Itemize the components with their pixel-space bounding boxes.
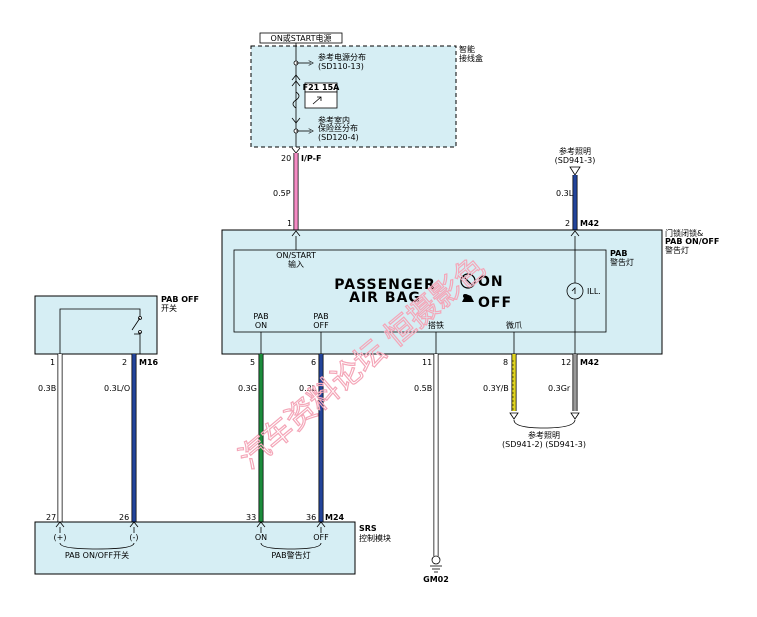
fuse-icon: [292, 91, 300, 109]
wire-switch-2-label: 0.3L/O: [104, 384, 130, 393]
pab-pin-right: 2: [565, 219, 570, 228]
srs-connector: M24: [325, 513, 345, 522]
power-header-label: ON或START电源: [271, 33, 332, 43]
srs-switch-label: PAB ON/OFF开关: [65, 550, 129, 560]
srs-label-2: 控制模块: [359, 533, 391, 543]
wire-mid-blue-label: 0.3L: [299, 384, 317, 393]
junction-box: [250, 45, 457, 148]
ref-lighting-top-2: (SD941-3): [555, 156, 596, 165]
pab-switch-pin2: 2: [122, 358, 127, 367]
pab-switch-label-2: 开关: [161, 303, 177, 313]
pab-switch-label-1: PAB OFF: [161, 295, 199, 304]
pab-module-label-1: 门锁闭锁&: [665, 228, 703, 238]
srs-label-1: SRS: [359, 524, 377, 533]
off-text: OFF: [478, 295, 512, 311]
ref-power-1: 参考电源分布: [318, 52, 366, 62]
pab-connector-bottom: M42: [580, 358, 599, 367]
ref-power-2: (SD110-13): [318, 62, 364, 71]
wire-mid-ground-label: 0.5B: [414, 384, 432, 393]
pab-switch-connector: M16: [139, 358, 159, 367]
srs-on: ON: [255, 533, 267, 542]
wire-mid-green-label: 0.3G: [238, 384, 257, 393]
wire-switch-1-label: 0.3B: [38, 384, 56, 393]
wire-mid-yellow-label: 0.3Y/B: [483, 384, 509, 393]
air-bag-text: AIR BAG: [349, 290, 421, 306]
srs-control-module: [34, 521, 356, 575]
on-start-label-1: ON/START: [276, 251, 316, 260]
wire-mid-gray-label: 0.3Gr: [548, 384, 571, 393]
pab-pin-left: 1: [287, 219, 292, 228]
srs-off: OFF: [313, 533, 329, 542]
dimmer-label: 微爪: [506, 320, 522, 330]
passenger-text: PASSENGER: [334, 277, 435, 293]
ref-fuse-1: 参考室内: [318, 115, 350, 125]
fuse-label: F21 15A: [303, 83, 341, 92]
on-start-label-2: 输入: [288, 259, 304, 269]
wire-top-pink-label: 0.5P: [273, 189, 291, 198]
pab-off-label-1: PAB: [313, 312, 328, 321]
pab-module-label-3: 警告灯: [665, 245, 689, 255]
pab-display-panel: [233, 249, 607, 333]
ref-fuse-2: 保险丝分布: [318, 123, 358, 133]
srs-plus: (+): [54, 533, 67, 542]
on-text: ON: [478, 274, 504, 290]
srs-pin-26: 26: [119, 513, 129, 522]
pab-connector-top: M42: [580, 219, 599, 228]
pab-on-label-2: ON: [255, 321, 267, 330]
pab-on-label-1: PAB: [253, 312, 268, 321]
ground-label: 搭铁: [428, 320, 444, 330]
relay-icon: [312, 96, 322, 105]
jb-connector: I/P-F: [301, 154, 321, 163]
pab-pin-11: 11: [422, 358, 432, 367]
pab-off-label-2: OFF: [313, 321, 329, 330]
srs-pin-36: 36: [306, 513, 316, 522]
pab-pin-12: 12: [561, 358, 571, 367]
srs-pin-33: 33: [246, 513, 256, 522]
ref-arrow-icon: [569, 166, 581, 176]
ground-icon: [431, 555, 441, 565]
pab-inner-label-1: PAB: [610, 249, 627, 258]
ref-fuse-3: (SD120-4): [318, 133, 359, 142]
srs-minus: (-): [129, 533, 138, 542]
jb-pin: 20: [281, 154, 291, 163]
ill-label: ILL.: [587, 287, 601, 296]
ref-lighting-top-1: 参考照明: [559, 146, 591, 156]
ground-name: GM02: [423, 575, 449, 584]
pab-module-label-2: PAB ON/OFF: [665, 237, 719, 246]
pab-pin-8: 8: [503, 358, 508, 367]
pab-switch-pin1: 1: [50, 358, 55, 367]
pab-inner-label-2: 警告灯: [610, 257, 634, 267]
junction-box-label-2: 接线盒: [459, 53, 483, 63]
wire-top-blue-label: 0.3L: [556, 189, 574, 198]
airbag-on-icon: [460, 273, 476, 289]
switch-contact-icon: [131, 317, 141, 331]
pab-pin-5: 5: [250, 358, 255, 367]
srs-lamp-label: PAB警告灯: [271, 550, 310, 560]
ref-lighting-bottom-1: 参考照明: [528, 430, 560, 440]
power-header-box: [259, 32, 343, 44]
pab-off-switch: [34, 295, 158, 355]
srs-pin-27: 27: [46, 513, 56, 522]
junction-box-label-1: 智能: [459, 44, 475, 54]
ref-lighting-bottom-2: (SD941-2) (SD941-3): [502, 440, 586, 449]
pab-pin-6: 6: [311, 358, 316, 367]
